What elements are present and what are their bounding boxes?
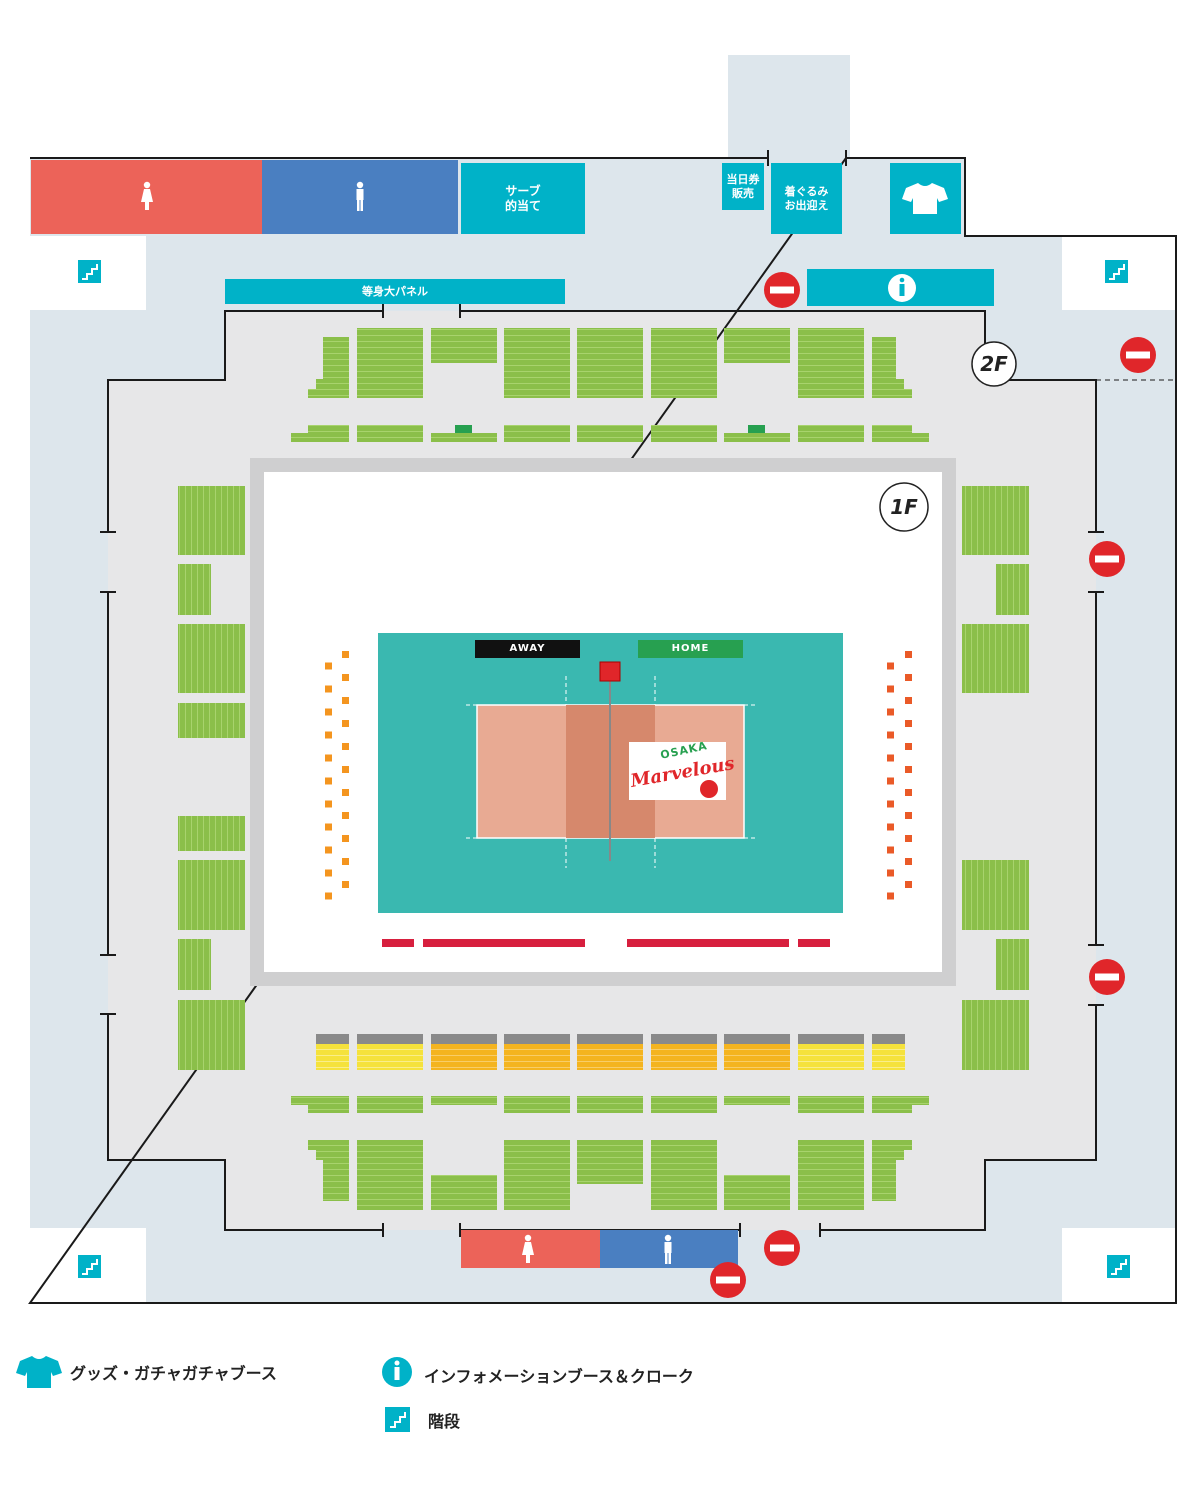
chair <box>905 858 912 865</box>
chair <box>325 800 332 808</box>
chair <box>342 812 349 819</box>
seating-north <box>291 328 929 442</box>
chair <box>325 869 332 877</box>
floor-2f-badge <box>971 341 1017 387</box>
chair <box>342 858 349 865</box>
serve-target-booth <box>461 163 585 234</box>
chair <box>887 869 894 877</box>
chair <box>325 708 332 716</box>
chair <box>342 651 349 658</box>
man-icon <box>664 1234 672 1264</box>
chair <box>905 766 912 773</box>
courtside-chairs-west <box>325 651 349 900</box>
home-bench <box>638 640 743 658</box>
chair <box>905 812 912 819</box>
chair <box>325 846 332 854</box>
seating-west <box>178 486 245 1070</box>
premium-seating <box>316 1034 905 1070</box>
man-icon <box>356 181 364 211</box>
floor-2f-label: 2F <box>980 352 1008 376</box>
chair <box>325 731 332 739</box>
stairs-icon <box>1105 260 1128 283</box>
away-bench <box>475 640 580 658</box>
serve-target-label: サーブ 的当て <box>504 183 541 213</box>
courtside-chairs-east <box>887 651 912 900</box>
chair <box>342 766 349 773</box>
chair <box>887 731 894 739</box>
chair <box>342 674 349 681</box>
chair <box>905 674 912 681</box>
same-day-ticket-label: 当日券 販売 <box>726 172 760 200</box>
woman-icon <box>522 1234 534 1263</box>
chair <box>342 881 349 888</box>
chair <box>887 800 894 808</box>
seating-south <box>291 1096 929 1210</box>
chair <box>905 697 912 704</box>
seating-east <box>962 486 1029 1070</box>
chair <box>887 823 894 831</box>
stairs-icon <box>78 260 101 283</box>
chair <box>342 743 349 750</box>
floor-1f-label: 1F <box>890 495 918 519</box>
legend-stairs-text: 階段 <box>428 1412 461 1431</box>
no-entry-icon <box>764 1230 800 1266</box>
outer-wall <box>28 157 1177 1304</box>
chair <box>325 777 332 785</box>
life-size-panel-area <box>225 279 565 304</box>
chair <box>325 685 332 693</box>
chair <box>905 743 912 750</box>
chair <box>325 892 332 900</box>
no-entry-icon <box>1120 337 1156 373</box>
no-entry-icon <box>764 272 800 308</box>
legend-info-text: インフォメーションブース＆クローク <box>424 1367 694 1386</box>
chair <box>905 651 912 658</box>
courtside-boards <box>382 939 830 947</box>
chair <box>325 754 332 762</box>
legend-goods-text: グッズ・ガチャガチャブース <box>70 1364 277 1383</box>
chair <box>325 662 332 670</box>
info-icon <box>888 274 916 302</box>
chair <box>887 754 894 762</box>
chair <box>342 697 349 704</box>
stairs-icon <box>78 1255 101 1278</box>
chair <box>325 823 332 831</box>
chair <box>887 777 894 785</box>
legend-tshirt-icon <box>16 1356 62 1388</box>
chair <box>342 789 349 796</box>
chair <box>887 846 894 854</box>
mascot-greeting-label: 着ぐるみ お出迎え <box>784 184 829 212</box>
stairs-icon <box>1107 1255 1130 1278</box>
legend-stairs-icon <box>385 1407 410 1432</box>
chair <box>905 881 912 888</box>
no-entry-icon <box>1089 541 1125 577</box>
referee-stand <box>599 661 621 682</box>
chair <box>887 662 894 670</box>
away-label: AWAY <box>509 642 546 654</box>
entrance-corridor <box>728 55 850 160</box>
chair <box>887 892 894 900</box>
mascot-greeting-booth <box>771 163 842 234</box>
life-size-panel-label: 等身大パネル <box>362 284 428 298</box>
chair <box>342 835 349 842</box>
same-day-ticket-booth <box>722 163 764 210</box>
logo-ball-icon <box>700 780 718 798</box>
tshirt-icon <box>902 183 948 214</box>
legend-info-icon <box>382 1357 412 1387</box>
chair <box>887 685 894 693</box>
floor-1f-badge <box>879 482 929 532</box>
chair <box>887 708 894 716</box>
chair <box>905 835 912 842</box>
chair <box>905 720 912 727</box>
home-label: HOME <box>671 642 710 654</box>
chair <box>905 789 912 796</box>
chair <box>342 720 349 727</box>
no-entry-icon <box>1089 959 1125 995</box>
no-entry-icon <box>710 1262 746 1298</box>
woman-icon <box>141 181 153 210</box>
